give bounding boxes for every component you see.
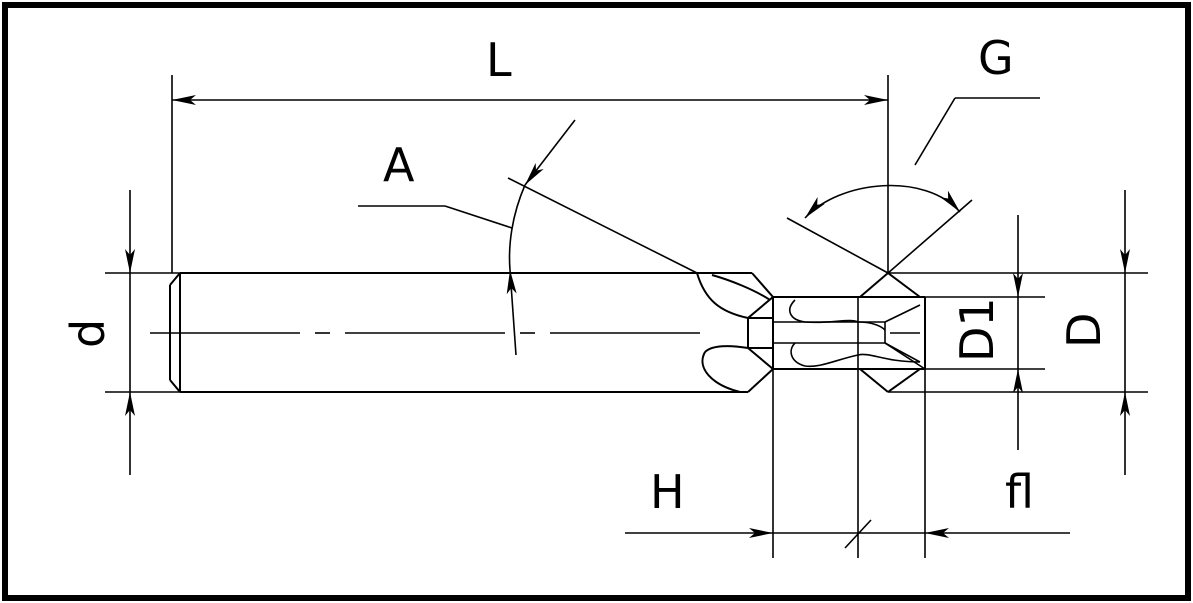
tool-body <box>169 272 926 393</box>
dimension-H <box>625 369 925 558</box>
dimension-D1 <box>925 215 1045 450</box>
dimension-L <box>171 75 889 273</box>
dimension-G <box>786 97 1040 274</box>
label-L: L <box>486 33 512 87</box>
label-D: D <box>1057 313 1111 348</box>
label-D1: D1 <box>950 297 1004 362</box>
label-H: H <box>650 465 685 519</box>
dimension-D <box>888 190 1148 475</box>
label-G: G <box>978 31 1014 85</box>
label-fl: fl <box>1005 465 1034 519</box>
dimension-d <box>105 190 180 475</box>
dimension-A <box>358 119 698 356</box>
label-d: d <box>61 319 115 348</box>
dimension-fl <box>924 369 1070 558</box>
label-A: A <box>383 138 415 192</box>
